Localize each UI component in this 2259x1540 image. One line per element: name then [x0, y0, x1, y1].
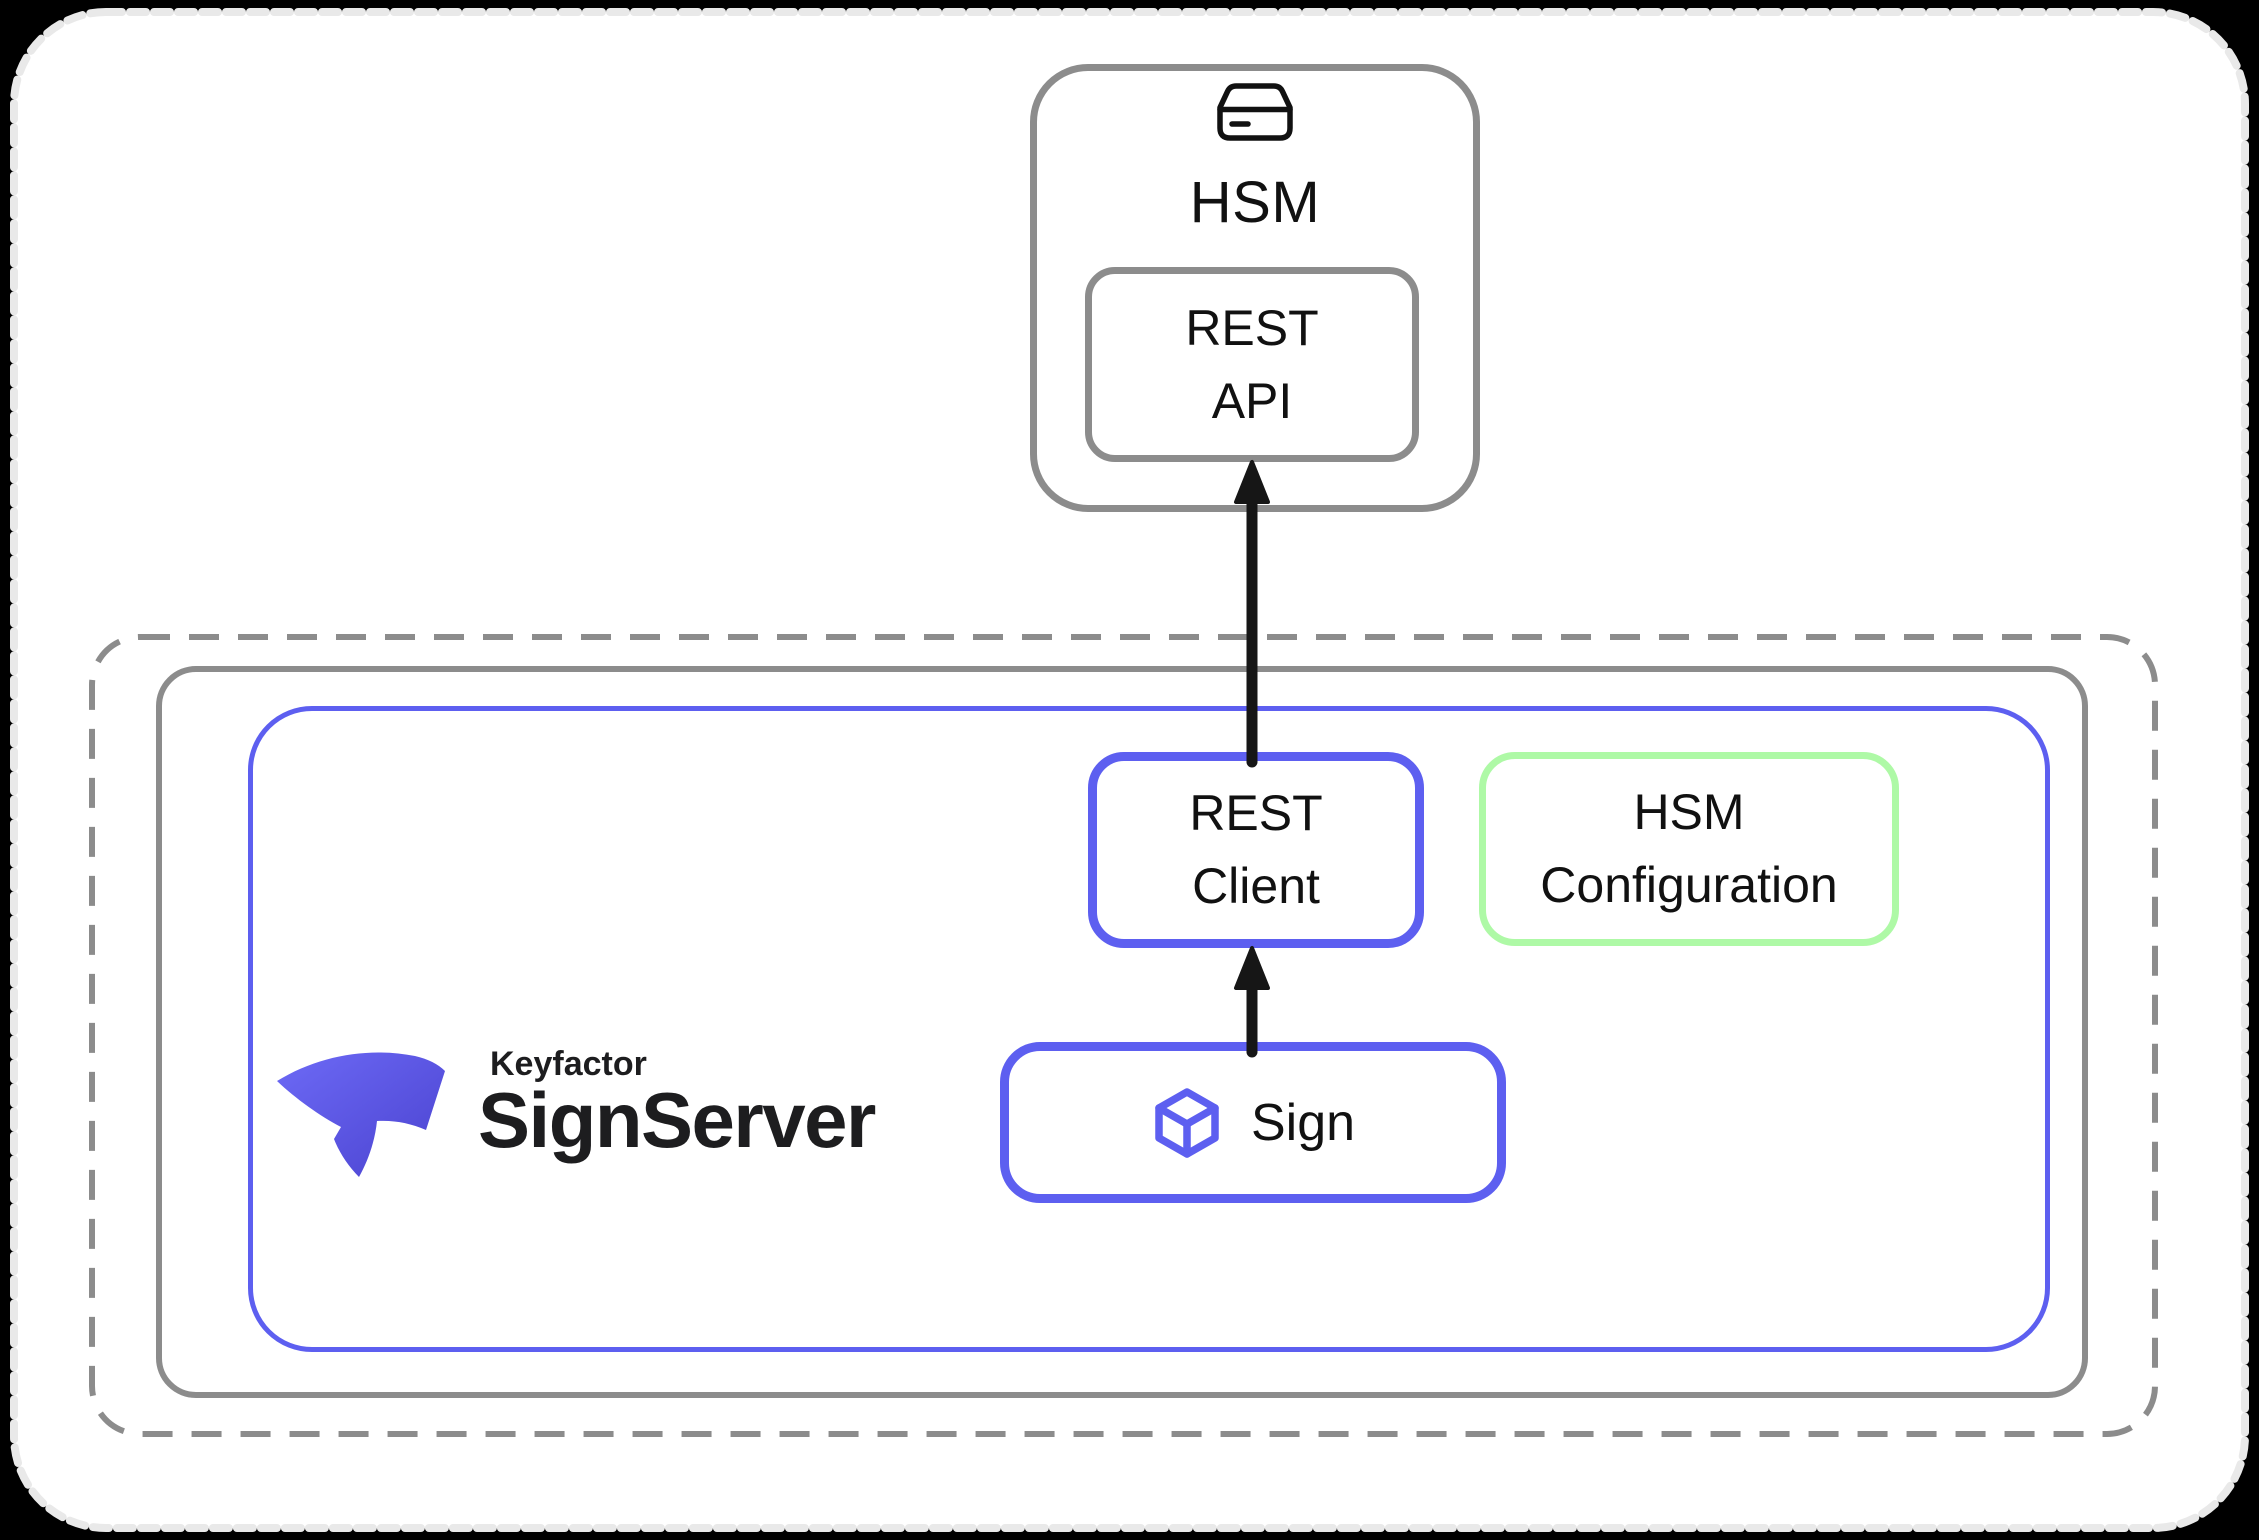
- rest-api-box: REST API: [1085, 267, 1419, 462]
- sign-worker-box: Sign: [1000, 1042, 1506, 1203]
- hsm-configuration-box: HSM Configuration: [1479, 752, 1899, 946]
- logo-product-text: SignServer: [478, 1076, 876, 1164]
- sign-label: Sign: [1250, 1093, 1356, 1152]
- logo-brand-text: Keyfactor: [490, 1045, 647, 1083]
- hsm-label: HSM: [1189, 170, 1321, 235]
- signserver-app-container: [248, 706, 2050, 1352]
- cube-icon: [1155, 1087, 1219, 1158]
- deployment-boundary-dashed: [89, 634, 2158, 1437]
- signserver-host-container: [156, 666, 2088, 1398]
- hsm-configuration-label: HSM Configuration: [1540, 784, 1838, 913]
- keyfactor-ribbon-icon: [277, 1052, 445, 1177]
- storage-drive-icon: [1217, 83, 1293, 141]
- rest-api-label: REST API: [1185, 299, 1319, 429]
- rest-client-label: REST Client: [1189, 785, 1323, 914]
- rest-client-box: REST Client: [1088, 752, 1424, 948]
